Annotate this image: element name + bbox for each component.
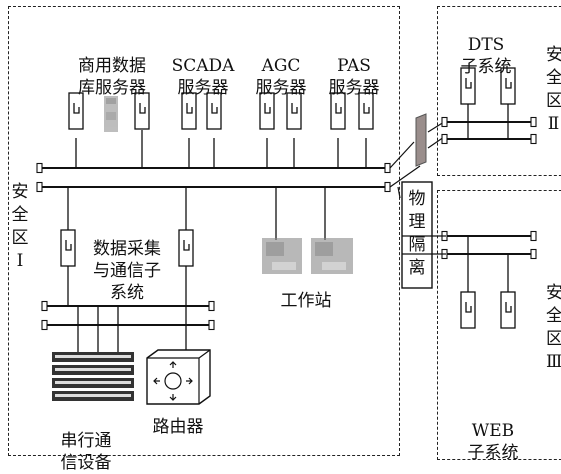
main-bus-b: [37, 183, 390, 192]
acquisition-server-1-icon: [61, 230, 75, 266]
web-server-1-icon: [461, 292, 475, 328]
field-bus-b: [42, 321, 214, 330]
database-server-standby-icon: [104, 96, 118, 132]
dts-bus-b: [442, 135, 536, 144]
serial-device-label: 串行通信设备: [48, 408, 124, 474]
web-server-2-icon: [501, 292, 515, 328]
dts-bus-a: [442, 118, 536, 127]
physical-isolation-label: 物理隔离: [407, 188, 427, 280]
web-bus-b: [442, 250, 536, 259]
acquisition-server-2-icon: [179, 230, 193, 266]
workstation-label: 工作站: [268, 290, 344, 312]
workstation-1-icon: [262, 238, 302, 274]
acquisition-subsystem-label: 数据采集与通信子系统: [84, 216, 170, 304]
isolation-device-icon: [416, 114, 426, 166]
router-icon: [147, 350, 210, 404]
database-server-label: 商用数据库服务器: [62, 33, 162, 99]
web-bus-a: [442, 232, 536, 241]
serial-device-rack-icon: [52, 352, 134, 401]
router-label: 路由器: [140, 416, 216, 438]
workstation-2-icon: [311, 238, 353, 274]
